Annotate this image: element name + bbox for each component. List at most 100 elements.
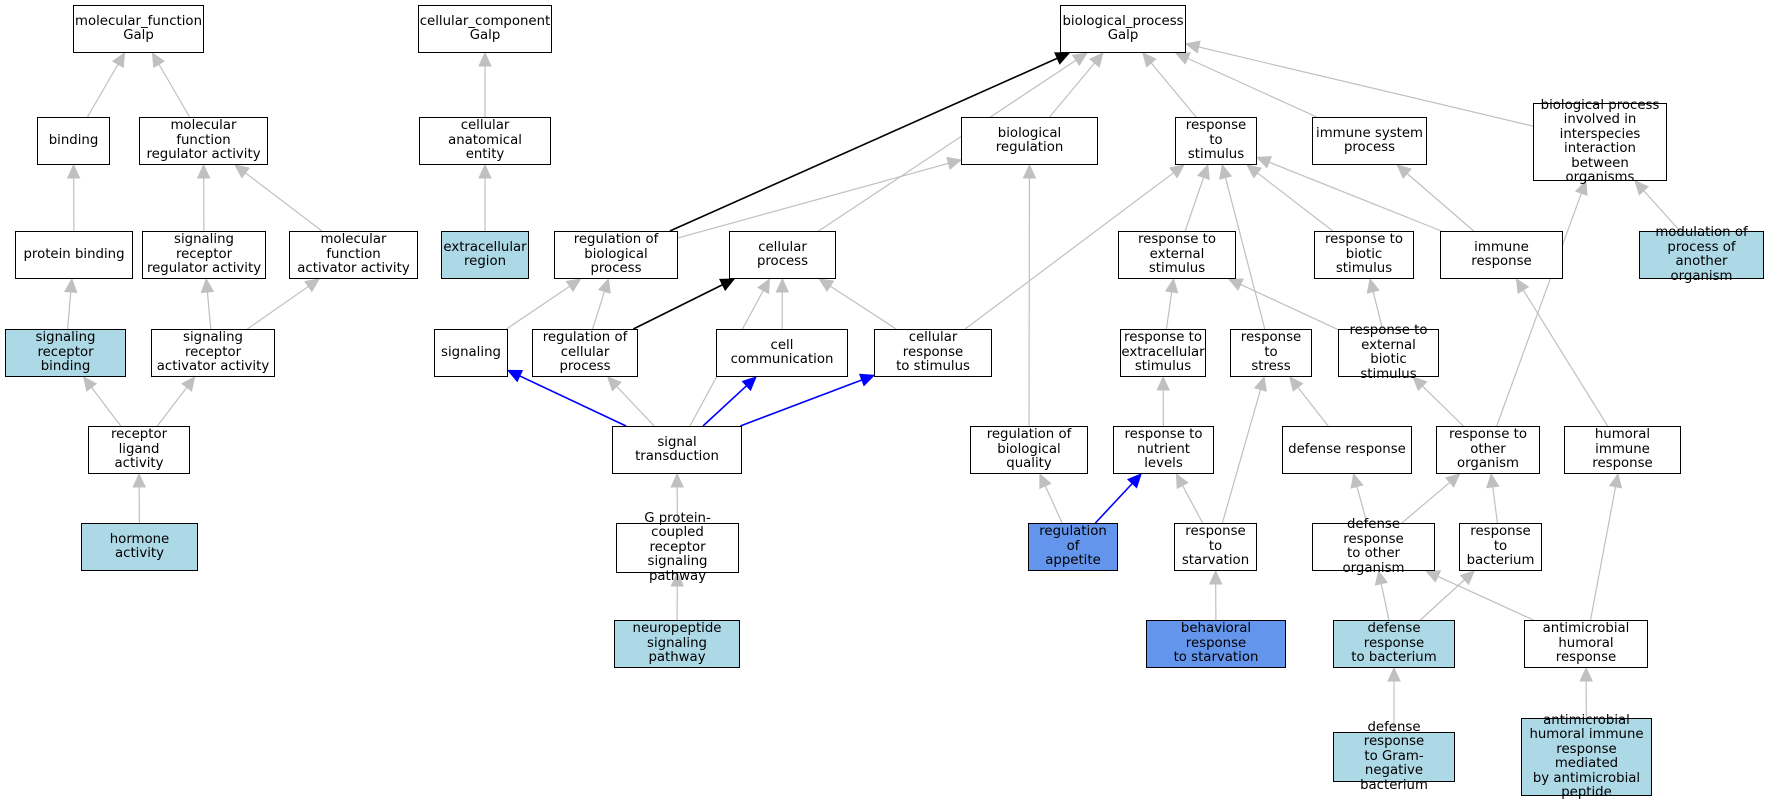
edge-resp_starv-to-resp_nutrient: [1181, 485, 1204, 524]
edge-arrowhead: [818, 278, 835, 293]
edge-arrowhead: [66, 163, 81, 179]
edge-arrowhead: [82, 376, 98, 392]
edge-arrowhead: [1169, 164, 1185, 179]
node-behavioral-response-to-starvation: behavioral response to starvation: [1146, 620, 1286, 668]
edge-arrowhead: [1444, 473, 1461, 488]
edge-arrowhead: [1142, 52, 1157, 68]
edge-arrowhead: [757, 277, 771, 295]
node-response-to-biotic-stimulus: response to biotic stimulus: [1314, 231, 1414, 279]
node-response-to-external-biotic-stimulus: response to external biotic stimulus: [1338, 323, 1439, 381]
edge-arrowhead: [196, 163, 211, 179]
node-defense-response-to-bacterium: defense response to bacterium: [1333, 620, 1455, 668]
edge-immune_resp-to-resp_stim: [1268, 161, 1442, 232]
edge-arrowhead: [1174, 52, 1191, 65]
node-defense-response: defense response: [1282, 426, 1412, 474]
edge-arrowhead: [565, 278, 582, 293]
edge-sig_rec_act-to-sig_rec_reg: [206, 291, 212, 330]
edge-arrowhead: [234, 164, 250, 179]
edge-resp_other_org-to-resp_ext_biotic: [1422, 385, 1464, 427]
edge-arrowhead: [719, 278, 736, 292]
edge-arrowhead: [1071, 52, 1088, 67]
edge-arrowhead: [1219, 163, 1233, 180]
edge-resp_stress-to-resp_stim: [1224, 177, 1266, 330]
node-molecular-function-regulator-activity: molecular function regulator activity: [139, 117, 268, 165]
edge-arrowhead: [1089, 52, 1104, 68]
node-regulation-of-cellular-process: regulation of cellular process: [532, 329, 638, 377]
node-receptor-ligand-activity: receptor ligand activity: [88, 426, 190, 474]
edge-immune_resp-to-immune_sys: [1406, 173, 1475, 232]
edge-arrowhead: [1156, 375, 1170, 391]
edge-cell_resp_stim-to-cell_proc: [829, 285, 897, 330]
node-signaling-receptor-activator-activity: signaling receptor activator activity: [151, 329, 275, 377]
edge-sig_rec_binding-to-protein_binding: [66, 291, 72, 330]
node-response-to-external-stimulus: response to external stimulus: [1118, 231, 1236, 279]
node-signaling-receptor-regulator-activity: signaling receptor regulator activity: [142, 231, 266, 279]
edge-resp_other_org-to-interspecies: [1496, 193, 1582, 427]
node-cellular-anatomical-entity: cellular anatomical entity: [419, 117, 551, 165]
edge-arrowhead: [1022, 163, 1037, 179]
node-response-to-other-organism: response to other organism: [1436, 426, 1540, 474]
edge-arrowhead: [1197, 163, 1210, 180]
edge-resp_extracell-to-resp_ext_stim: [1165, 291, 1173, 330]
edge-sig_trans-to-cell_resp_stim: [740, 379, 863, 427]
edge-resp_biotic-to-resp_stim: [1257, 172, 1334, 232]
node-regulation-of-appetite: regulation of appetite: [1028, 523, 1118, 571]
node-cellular-response-to-stimulus: cellular response to stimulus: [874, 329, 992, 377]
edge-arrowhead: [1459, 570, 1476, 586]
node-defense-response-to-other-organism: defense response to other organism: [1312, 517, 1435, 575]
edge-arrowhead: [858, 373, 876, 387]
node-signaling-receptor-binding: signaling receptor binding: [5, 329, 126, 377]
edge-arrowhead: [1374, 569, 1388, 586]
edge-arrowhead: [1412, 376, 1428, 392]
edge-reg_appetite-to-reg_bio_qual: [1044, 485, 1063, 524]
edge-mf_act-to-mf_reg: [245, 172, 323, 232]
edge-arrowhead: [132, 472, 146, 488]
edge-arrowhead: [1387, 666, 1401, 682]
node-signaling: signaling: [434, 329, 508, 377]
edge-immune_sys-to-bp_root: [1187, 57, 1317, 118]
edge-arrowhead: [1515, 277, 1530, 295]
edge-reg_bio_proc-to-bio_reg: [677, 162, 949, 239]
node-antimicrobial-humoral-response: antimicrobial humoral response: [1524, 620, 1648, 668]
edge-sig_trans-to-cell_comm: [702, 385, 748, 427]
edge-arrowhead: [63, 277, 78, 294]
edge-reg_bio_proc-to-bp_root: [669, 57, 1058, 232]
edge-arrowhead: [670, 571, 685, 587]
node-biological-regulation: biological regulation: [961, 117, 1098, 165]
edge-interspecies-to-bp_root: [1198, 46, 1534, 127]
edge-arrowhead: [1634, 180, 1650, 196]
node-signal-transduction: signal transduction: [612, 426, 742, 474]
node-regulation-of-biological-process: regulation of biological process: [554, 231, 678, 279]
edge-arrowhead: [775, 277, 790, 293]
edge-arrowhead: [1208, 569, 1223, 585]
edge-cell_resp_stim-to-resp_stim: [964, 172, 1174, 330]
node-response-to-stimulus: response to stimulus: [1175, 117, 1257, 165]
node-modulation-of-process-of-another-organism: modulation of process of another organis…: [1639, 225, 1764, 283]
edge-bio_reg-to-bp_root: [1049, 62, 1096, 118]
node-biological-process-root: biological_process Galp: [1060, 5, 1186, 53]
edge-resp_ext_biotic-to-resp_biotic: [1372, 291, 1384, 330]
edge-arrowhead: [741, 376, 757, 392]
node-response-to-nutrient-levels: response to nutrient levels: [1113, 426, 1214, 474]
edge-reg_cell_proc-to-cell_proc: [633, 284, 723, 330]
edge-arrowhead: [1175, 472, 1189, 490]
node-neuropeptide-signaling-pathway: neuropeptide signaling pathway: [614, 620, 740, 668]
edge-mf_reg-to-mf_root: [158, 63, 191, 118]
edge-resp_bacterium-to-resp_other_org: [1492, 486, 1499, 524]
node-response-to-bacterium: response to bacterium: [1459, 523, 1542, 571]
edge-arrowhead: [1486, 472, 1500, 489]
node-binding: binding: [37, 117, 110, 165]
node-molecular-function-root: molecular_function Galp: [73, 5, 204, 53]
edge-arrowhead: [1227, 278, 1244, 291]
edge-arrowhead: [1253, 375, 1267, 392]
edge-arrowhead: [1574, 179, 1588, 197]
node-response-to-starvation: response to starvation: [1174, 523, 1257, 571]
edge-arrowhead: [304, 278, 321, 293]
node-protein-binding: protein binding: [15, 231, 133, 279]
edge-arrowhead: [506, 369, 524, 383]
node-cellular-component-root: cellular_component Galp: [418, 5, 552, 53]
edge-def_bacterium-to-resp_bacterium: [1419, 579, 1465, 621]
node-defense-response-to-gram-negative-bacterium: defense response to Gram-negative bacter…: [1333, 720, 1455, 793]
